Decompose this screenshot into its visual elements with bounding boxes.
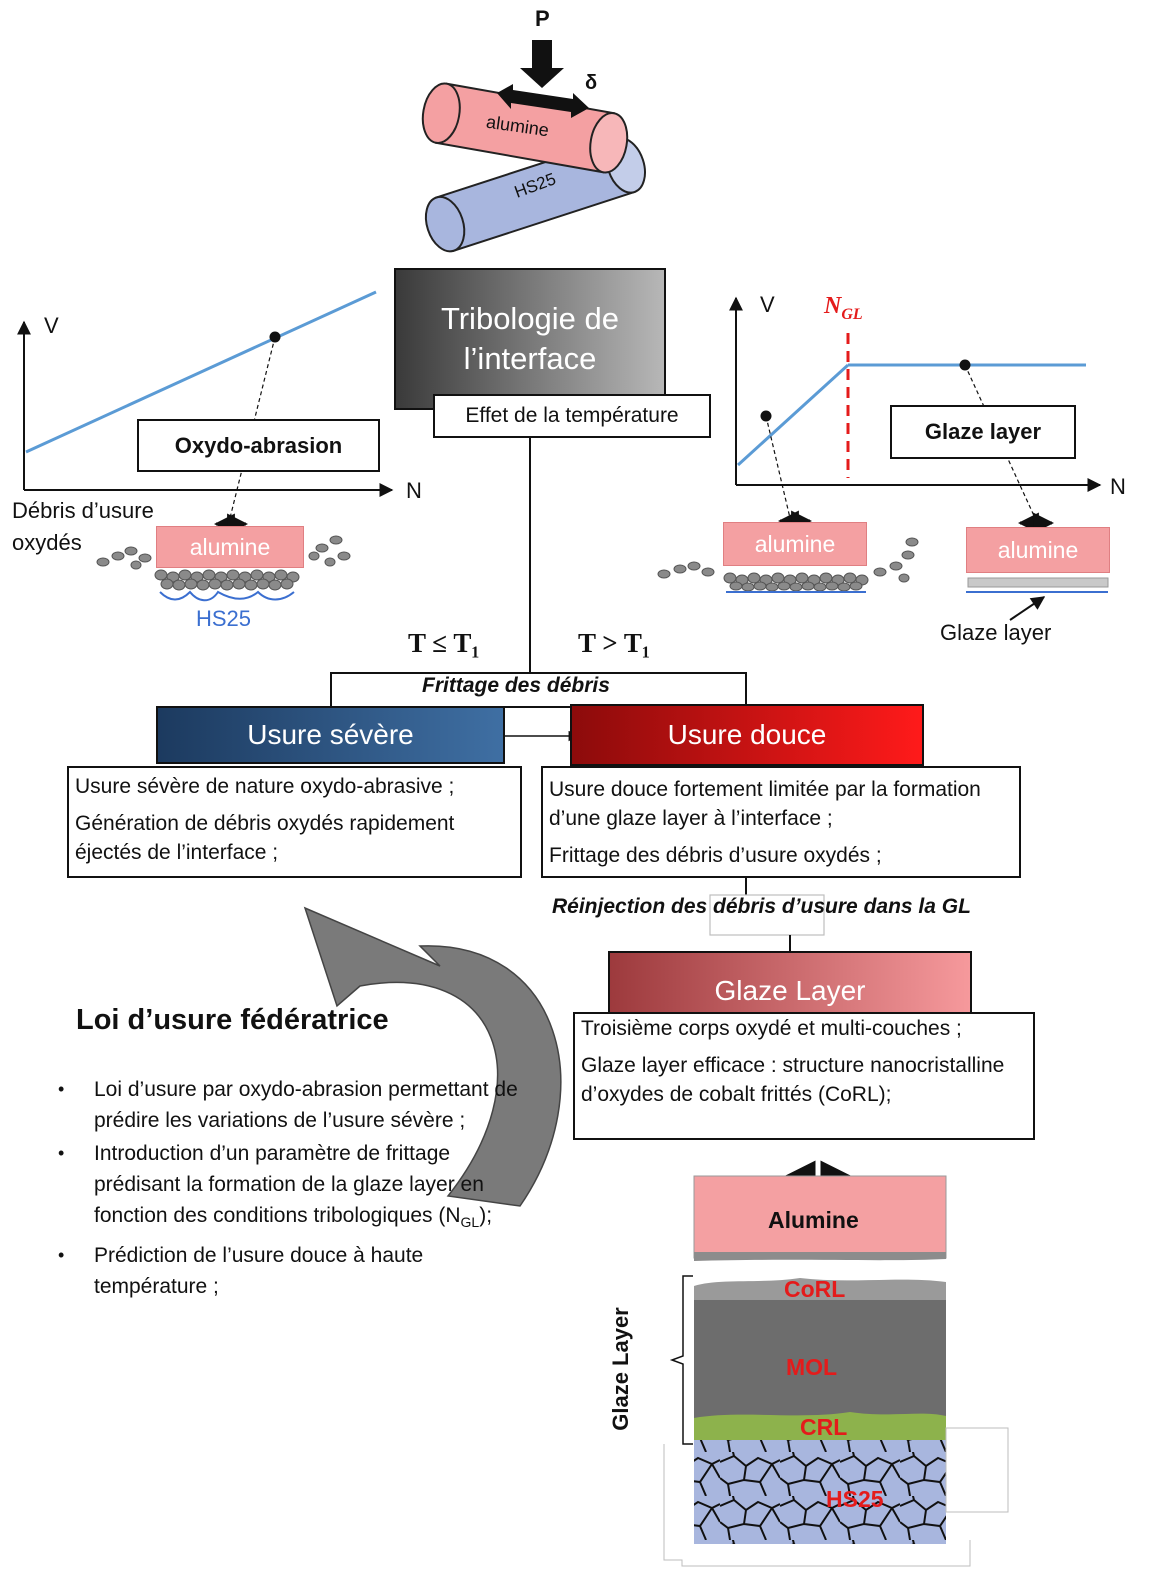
cylinder-assembly <box>421 40 646 253</box>
layer-corl-label: CoRL <box>784 1276 846 1302</box>
layer-hs25-label: HS25 <box>826 1486 884 1512</box>
glaze-layer-title: Glaze Layer <box>714 975 866 1006</box>
layer-alumine-label: Alumine <box>768 1207 859 1233</box>
federating-law-item-2-text: Introduction d’un paramètre de frittage … <box>94 1142 484 1227</box>
left-y-axis-label: V <box>44 313 59 338</box>
debris-label-line2: oxydés <box>12 530 82 555</box>
right-alumine-pad-2: alumine <box>966 527 1110 573</box>
federating-law-item-2: Introduction d’un paramètre de frittage … <box>58 1138 518 1238</box>
flow-connectors <box>330 438 825 952</box>
oxydo-abrasion-box: Oxydo-abrasion <box>137 419 380 472</box>
federating-law-list: Loi d’usure par oxydo-abrasion permettan… <box>58 1074 518 1304</box>
federating-law-item-2-end: ); <box>479 1204 493 1227</box>
load-arrow <box>520 40 564 88</box>
tribology-title-line2: l’interface <box>463 341 597 376</box>
layer-crl-label: CRL <box>800 1414 848 1440</box>
reinjection-label: Réinjection des débris d’usure dans la G… <box>552 895 971 918</box>
glaze-layer-point-1: Troisième corps oxydé et multi-couches ; <box>581 1017 962 1040</box>
federating-law-item-1: Loi d’usure par oxydo-abrasion permettan… <box>58 1074 518 1136</box>
temperature-effect-box: Effet de la température <box>433 394 711 438</box>
temperature-effect-label: Effet de la température <box>465 404 679 427</box>
mild-wear-description: Usure douce fortement limitée par la for… <box>541 766 1021 878</box>
severe-wear-title: Usure sévère <box>247 719 414 750</box>
glaze-layer-point-2: Glaze layer efficace : structure nanocri… <box>581 1054 1005 1106</box>
severe-wear-title-box: Usure sévère <box>156 706 505 764</box>
federating-law-item-3: Prédiction de l’usure douce à haute temp… <box>58 1240 518 1302</box>
right-x-axis-label: N <box>1110 474 1126 499</box>
severe-wear-description: Usure sévère de nature oxydo-abrasive ; … <box>67 766 522 878</box>
condition-low-temp: T ≤ T₁ <box>408 628 480 658</box>
federating-law-title: Loi d’usure fédératrice <box>76 1004 389 1036</box>
left-alumine-label: alumine <box>189 533 271 560</box>
glaze-layer-pointer-label: Glaze layer <box>940 620 1052 645</box>
displacement-label: δ <box>585 72 598 94</box>
tribology-title-line1: Tribologie de <box>440 301 620 336</box>
right-alumine-label-2: alumine <box>997 536 1079 563</box>
severe-wear-point-2: Génération de débris oxydés rapidement é… <box>75 812 455 864</box>
left-hs25-label: HS25 <box>196 606 252 631</box>
mild-wear-title-box: Usure douce <box>570 704 924 766</box>
glaze-layer-mech-box: Glaze layer <box>890 405 1076 459</box>
left-x-axis-label: N <box>406 478 422 503</box>
layer-stack <box>663 1160 1009 1567</box>
glaze-layer-side-label: Glaze Layer <box>608 1307 633 1431</box>
severe-wear-point-1: Usure sévère de nature oxydo-abrasive ; <box>75 775 455 798</box>
tribology-title-box: Tribologie de l’interface <box>394 268 666 410</box>
debris-label: Débris d’usure oxydés <box>12 495 154 559</box>
right-y-axis-label: V <box>760 292 775 317</box>
ngl-threshold-sub: GL <box>841 305 863 323</box>
oxydo-abrasion-label: Oxydo-abrasion <box>174 432 343 458</box>
load-label: P <box>535 6 550 31</box>
condition-high-temp: T > T₁ <box>578 628 651 658</box>
left-alumine-pad: alumine <box>156 526 304 568</box>
right-alumine-pad-1: alumine <box>723 522 867 566</box>
glaze-layer-mech-label: Glaze layer <box>924 419 1042 444</box>
mild-wear-title: Usure douce <box>667 719 827 750</box>
displacement-arrow <box>497 84 589 118</box>
right-alumine-label-1: alumine <box>754 530 836 557</box>
mild-wear-point-1: Usure douce fortement limitée par la for… <box>549 778 981 830</box>
glaze-layer-description: Troisième corps oxydé et multi-couches ;… <box>573 1012 1035 1140</box>
sintering-label: Frittage des débris <box>422 674 610 697</box>
mild-wear-point-2: Frittage des débris d’usure oxydés ; <box>549 844 882 867</box>
ngl-threshold-label: NGL <box>824 293 863 324</box>
layer-mol-label: MOL <box>786 1354 838 1380</box>
ngl-threshold-main: N <box>824 293 842 319</box>
right-graph <box>657 296 1109 621</box>
federating-law-item-2-sub: GL <box>460 1214 480 1231</box>
debris-label-line1: Débris d’usure <box>12 498 154 523</box>
